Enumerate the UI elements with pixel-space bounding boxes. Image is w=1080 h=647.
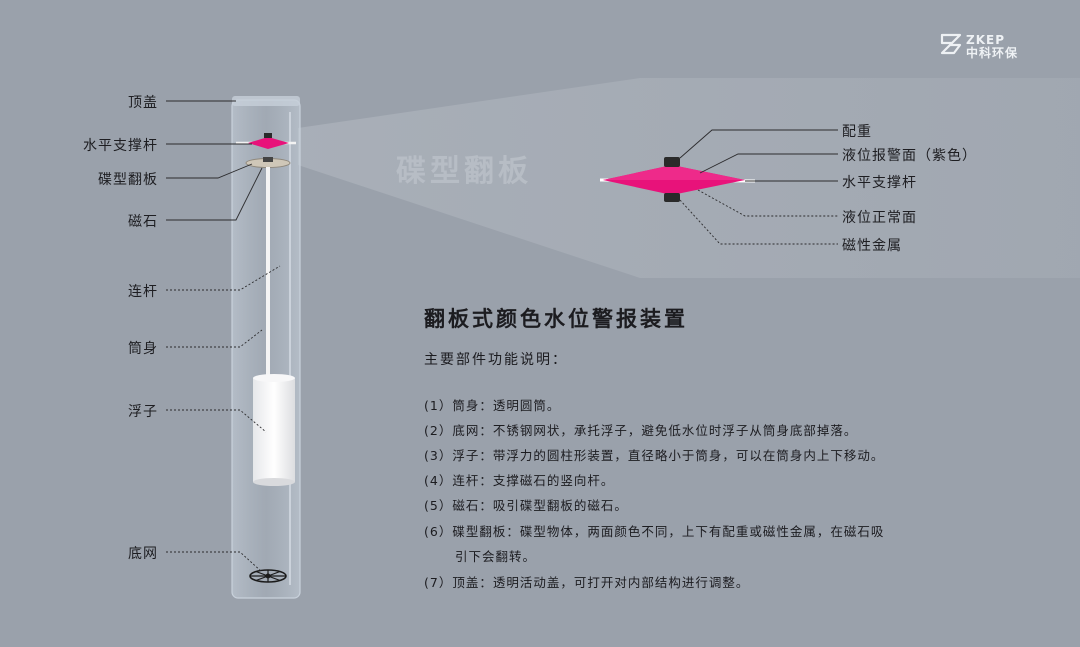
float-bottom [253,478,295,486]
magnet-core [263,157,273,162]
float-top [253,374,295,382]
label-tube: 筒身 [128,341,158,357]
desc-line-3: (3）浮子：带浮力的圆柱形装置，直径略小于筒身，可以在筒身内上下移动。 [424,448,885,463]
left-leader-lines [166,100,281,573]
desc-line-7: (7）顶盖：透明活动盖，可打开对内部结构进行调整。 [424,575,750,590]
desc-line-5: (5）磁石：吸引碟型翻板的磁石。 [424,498,628,513]
label-support-bar: 水平支撑杆 [83,138,158,154]
label-flap: 碟型翻板 [98,172,158,188]
detail-title: 碟型翻板 [396,154,532,189]
flap-detail [599,157,756,202]
label-support-bar-detail: 水平支撑杆 [842,175,917,191]
bottom-mesh [249,569,287,583]
label-rod: 连杆 [128,284,158,300]
desc-line-1: (1）筒身：透明圆筒。 [424,398,561,413]
brand-logo: ZKEP 中科环保 [966,34,1018,60]
desc-line-6: (6）碟型翻板：碟型物体，两面颜色不同，上下有配重或磁性金属，在磁石吸 [424,524,885,539]
label-float: 浮子 [128,404,158,420]
float-body [253,378,295,482]
label-bottom-mesh: 底网 [128,546,158,562]
label-counterweight: 配重 [842,124,872,140]
sub-title: 主要部件功能说明： [424,352,568,368]
flap-weight-small [264,133,272,138]
label-top-cap: 顶盖 [128,95,158,111]
label-magnet: 磁石 [128,214,158,230]
desc-line-4: (4）连杆：支撑磁石的竖向杆。 [424,473,615,488]
main-title: 翻板式颜色水位警报装置 [424,307,688,331]
logo-icon [940,33,962,55]
logo-line2: 中科环保 [966,46,1019,60]
right-leader-lines [679,129,838,245]
label-normal-face: 液位正常面 [842,210,917,226]
label-magnetic-metal: 磁性金属 [842,238,902,254]
flap-disc-small [248,137,289,149]
logo-line1: ZKEP [966,33,1005,47]
desc-line-2: (2）底网：不锈钢网状，承托浮子，避免低水位时浮子从筒身底部掉落。 [424,423,858,438]
label-alarm-face: 液位报警面（紫色） [842,148,977,164]
desc-line-6-cont: 引下会翻转。 [455,549,537,564]
tube-cap [232,96,300,106]
